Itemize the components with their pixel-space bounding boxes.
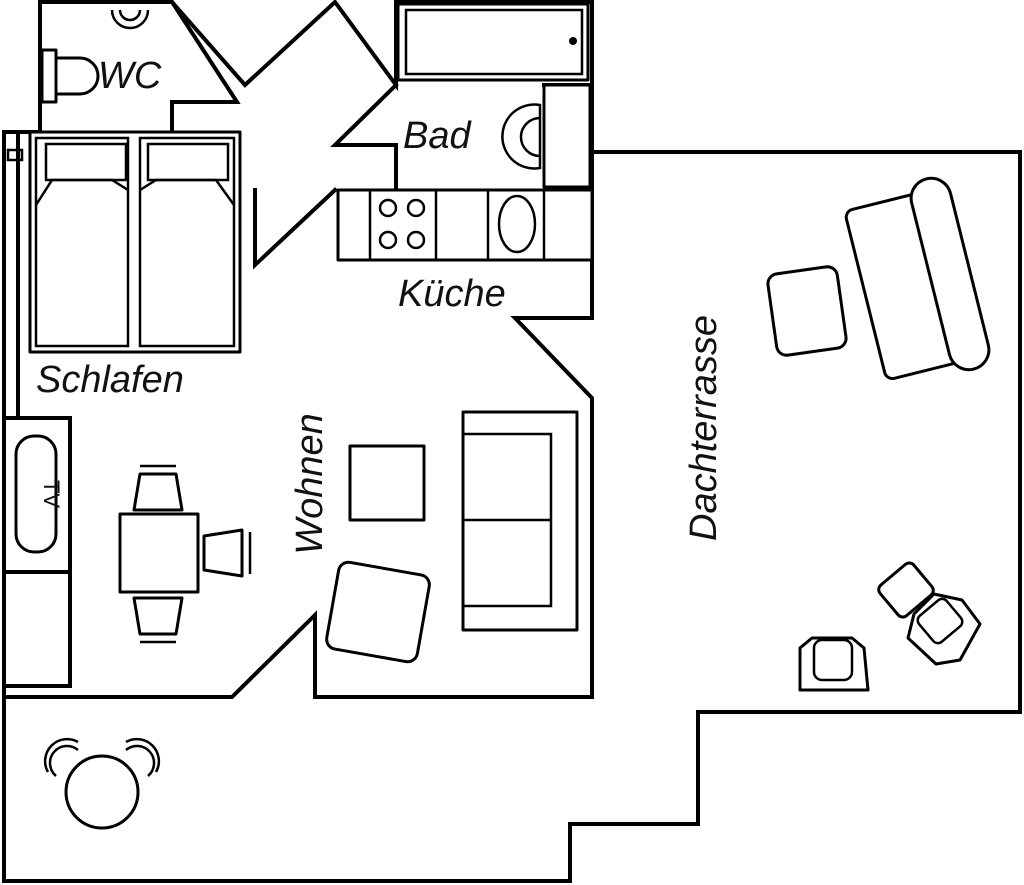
room-label-wc: WC	[98, 55, 162, 97]
room-labels: WC Bad Küche Schlafen Wohnen Dachterrass…	[36, 55, 725, 555]
tv-cabinet: TV	[14, 434, 64, 554]
terrace-furniture	[766, 176, 991, 692]
round-table-set	[43, 737, 161, 830]
room-label-wohnen: Wohnen	[289, 413, 331, 555]
dining-set	[118, 464, 252, 644]
room-label-kueche: Küche	[398, 273, 506, 315]
tv-label: TV	[39, 480, 64, 508]
bathtub	[396, 2, 590, 82]
interior-walls	[2, 0, 594, 699]
room-label-bad: Bad	[403, 115, 472, 157]
room-label-dachterrasse: Dachterrasse	[683, 315, 725, 541]
room-label-schlafen: Schlafen	[36, 359, 184, 401]
wc-toilet	[40, 9, 150, 104]
double-bed	[6, 130, 242, 354]
kitchen-counter	[336, 188, 594, 262]
living-furniture	[325, 410, 579, 664]
bathroom-sink	[501, 83, 592, 189]
